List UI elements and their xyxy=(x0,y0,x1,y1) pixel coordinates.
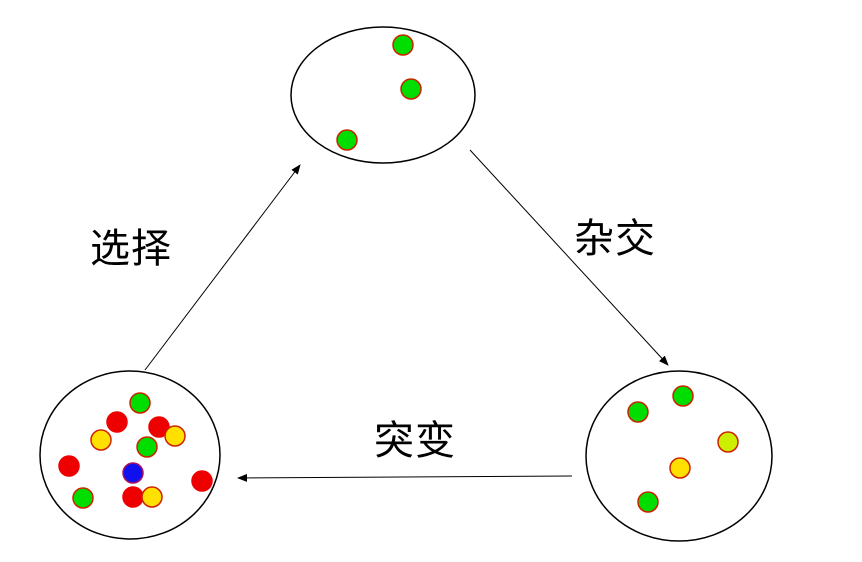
individual-red xyxy=(122,486,144,508)
crossover-label: 杂交 xyxy=(574,216,656,262)
individual-red xyxy=(191,470,213,492)
mutation-label: 突变 xyxy=(374,418,456,464)
individual-green xyxy=(400,78,422,100)
population-top xyxy=(290,26,476,164)
population-right xyxy=(585,370,773,542)
individual-yellowgreen xyxy=(717,431,739,453)
population-left xyxy=(39,370,221,540)
individual-green xyxy=(129,392,151,414)
individual-red xyxy=(58,455,80,477)
individual-green xyxy=(336,129,358,151)
individual-yellow xyxy=(141,486,163,508)
individual-yellow xyxy=(669,457,691,479)
individual-green xyxy=(637,491,659,513)
selection-label: 选择 xyxy=(90,226,172,272)
individual-green xyxy=(672,385,694,407)
individual-blue xyxy=(122,462,144,484)
mutation-arrow xyxy=(237,473,573,482)
individual-red xyxy=(148,416,170,438)
selection-arrow xyxy=(144,164,301,371)
individual-yellow xyxy=(90,429,112,451)
individual-green xyxy=(136,436,158,458)
individual-yellow xyxy=(164,425,186,447)
individual-green xyxy=(627,401,649,423)
individual-green xyxy=(72,487,94,509)
crossover-arrow xyxy=(469,149,669,366)
individual-green xyxy=(392,34,414,56)
individual-red xyxy=(106,411,128,433)
